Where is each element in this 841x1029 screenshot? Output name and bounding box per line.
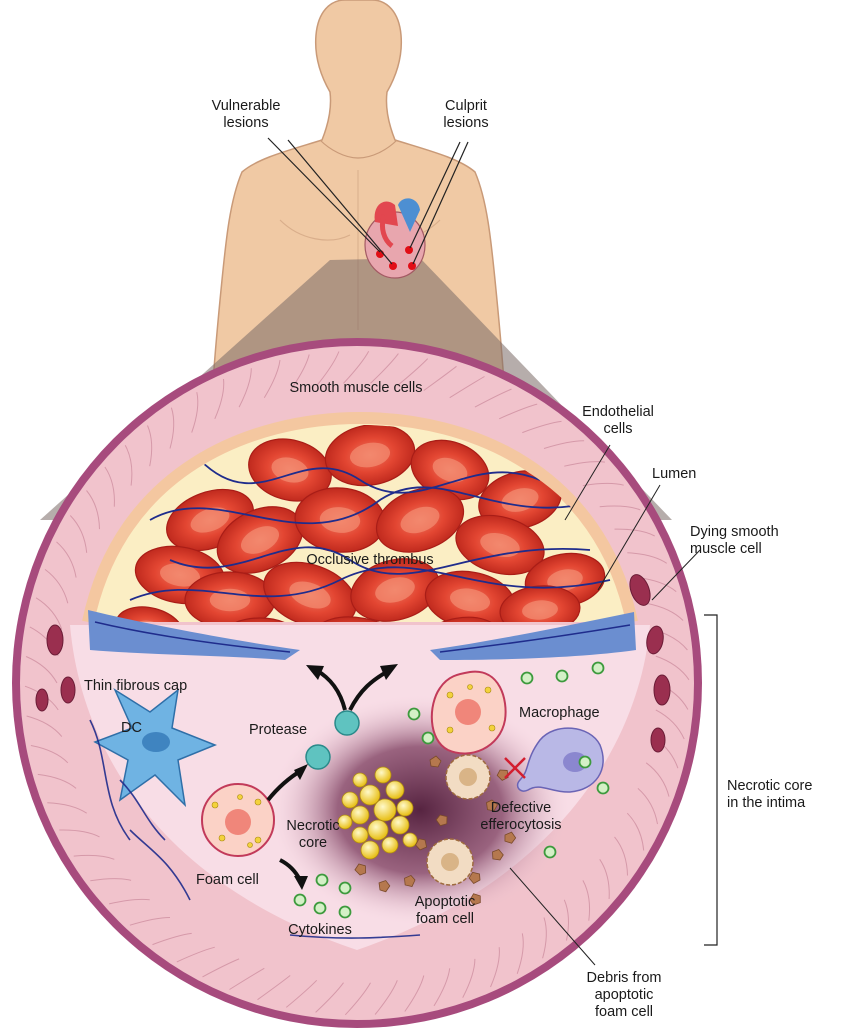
label-macrophage: Macrophage — [519, 705, 600, 722]
foam-cell — [202, 784, 274, 856]
label-occlusive-thrombus: Occlusive thrombus — [306, 552, 433, 569]
label-protease: Protease — [249, 722, 307, 739]
label-endothelial-cells: Endothelial cells — [582, 404, 654, 438]
label-culprit-lesions: Culprit lesions — [443, 98, 488, 132]
label-apoptotic-foam-cell: Apoptotic foam cell — [415, 894, 475, 928]
label-defective-efferocytosis: Defective efferocytosis — [480, 800, 561, 834]
apoptotic-foam-cell-1 — [446, 755, 490, 799]
label-dc: DC — [121, 720, 142, 737]
label-foam-cell: Foam cell — [196, 872, 259, 889]
apoptotic-foam-cell-2 — [427, 839, 473, 885]
necrotic-core-bracket — [704, 615, 717, 945]
label-debris: Debris from apoptotic foam cell — [587, 970, 662, 1021]
macrophage-lipid — [432, 672, 506, 754]
label-dying-smooth-muscle-cell: Dying smooth muscle cell — [690, 524, 779, 558]
label-necrotic-core-intima: Necrotic core in the intima — [727, 778, 812, 812]
label-vulnerable-lesions: Vulnerable lesions — [212, 98, 281, 132]
label-smooth-muscle-cells: Smooth muscle cells — [290, 380, 423, 397]
label-cytokines: Cytokines — [288, 922, 352, 939]
label-necrotic-core: Necrotic core — [286, 818, 339, 852]
label-thin-fibrous-cap: Thin fibrous cap — [84, 678, 187, 695]
label-lumen: Lumen — [652, 466, 696, 483]
